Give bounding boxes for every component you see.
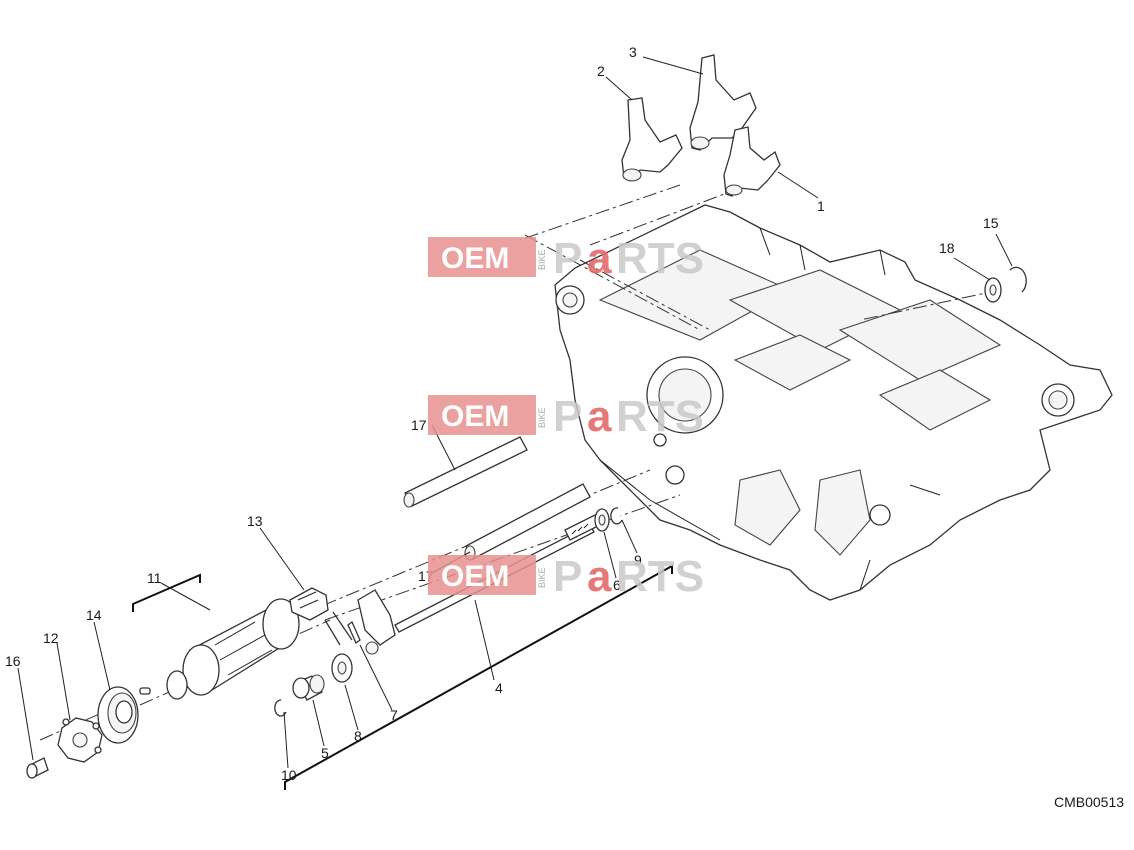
callout-13: 13	[247, 513, 263, 529]
watermark-bottom: OEM BIKE P a RTS	[428, 552, 704, 601]
fork-shaft-17-lower	[464, 483, 591, 561]
bracket-11	[132, 573, 201, 612]
shift-fork-2	[621, 97, 683, 182]
washer-18	[984, 277, 1002, 303]
callout-17-upper: 17	[411, 417, 427, 433]
callout-2: 2	[597, 63, 605, 79]
svg-text:RTS: RTS	[616, 552, 704, 601]
leader-lines	[17, 56, 1013, 769]
callout-12: 12	[43, 630, 59, 646]
bushing-5	[292, 674, 325, 701]
callout-18: 18	[939, 240, 955, 256]
index-plate-12	[57, 717, 103, 763]
bracket-4	[284, 564, 673, 790]
svg-text:OEM: OEM	[441, 242, 509, 275]
callout-8: 8	[354, 728, 362, 744]
detent-13	[289, 587, 329, 621]
svg-text:P: P	[553, 552, 582, 601]
svg-text:RTS: RTS	[616, 234, 704, 283]
seal-6	[594, 508, 610, 532]
circlip-15	[1009, 266, 1027, 293]
svg-text:a: a	[587, 392, 612, 441]
shift-drum-11	[139, 598, 300, 700]
svg-text:BIKE: BIKE	[537, 567, 547, 588]
callout-9: 9	[634, 552, 642, 568]
callout-5: 5	[321, 745, 329, 761]
callout-labels: 1 2 3 4 5 6 7 8 9 10 11 12 13 14 15 16 1…	[5, 44, 999, 783]
spring-8	[324, 611, 361, 683]
svg-text:a: a	[587, 234, 612, 283]
drawing-id: CMB00513	[1054, 794, 1124, 810]
callout-11: 11	[147, 570, 162, 586]
callout-15: 15	[983, 215, 999, 231]
screw-16	[26, 757, 49, 779]
shift-fork-1	[723, 126, 781, 197]
svg-text:RTS: RTS	[616, 392, 704, 441]
svg-text:P: P	[553, 234, 582, 283]
callout-16: 16	[5, 653, 21, 669]
callout-7: 7	[390, 707, 398, 723]
svg-text:BIKE: BIKE	[537, 407, 547, 428]
svg-text:BIKE: BIKE	[537, 249, 547, 270]
callout-14: 14	[86, 607, 102, 623]
fork-shaft-17-upper	[403, 436, 528, 508]
bearing-14	[97, 686, 139, 744]
watermark-top: OEM BIKE P a RTS	[428, 234, 704, 283]
callout-6: 6	[613, 577, 621, 593]
svg-text:P: P	[553, 392, 582, 441]
callout-10: 10	[281, 767, 297, 783]
circlip-9	[610, 507, 623, 525]
svg-text:a: a	[587, 552, 612, 601]
svg-text:OEM: OEM	[441, 560, 509, 593]
crankcase-half	[554, 204, 1113, 601]
watermark-middle: OEM BIKE P a RTS	[428, 392, 704, 441]
callout-1: 1	[817, 198, 825, 214]
svg-text:OEM: OEM	[441, 400, 509, 433]
callout-3: 3	[629, 44, 637, 60]
callout-4: 4	[495, 680, 503, 696]
